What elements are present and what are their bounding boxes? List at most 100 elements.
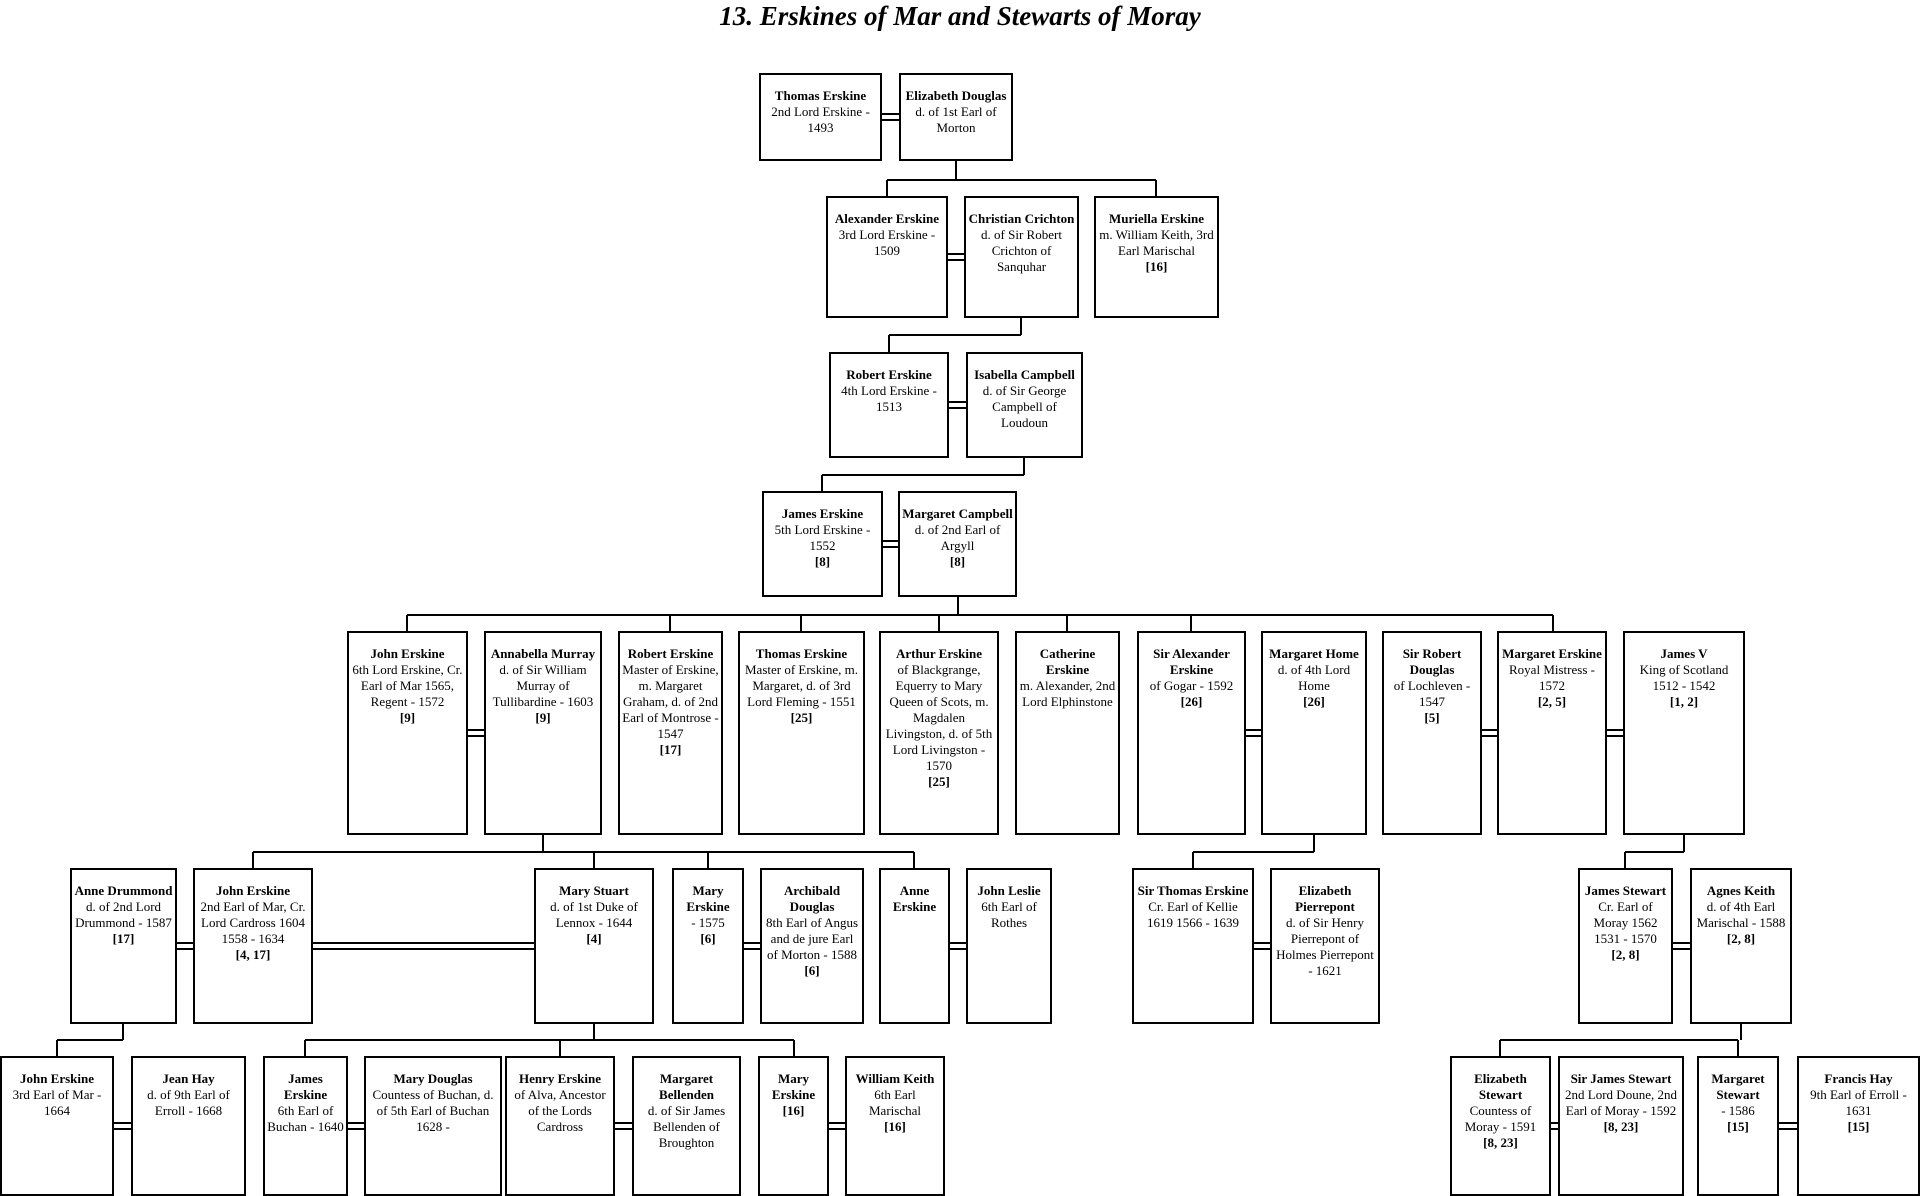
person-details: of Blackgrange, Equerry to Mary Queen of… <box>885 662 993 773</box>
person-details: of Lochleven - 1547 <box>1393 678 1471 709</box>
person-details: 3rd Lord Erskine - 1509 <box>838 227 936 258</box>
person-name: Thomas Erskine <box>774 88 867 103</box>
person-refs: [16] <box>1145 259 1168 274</box>
person-details: 2nd Lord Erskine - 1493 <box>771 104 870 135</box>
person-details: 4th Lord Erskine - 1513 <box>841 383 937 414</box>
person-name: Anne Erskine <box>892 883 937 914</box>
person-details: d. of 2nd Earl of Argyll <box>914 522 1001 553</box>
person-details: 9th Earl of Erroll - 1631 <box>1810 1087 1907 1118</box>
person-details: d. of Sir William Murray of Tullibardine… <box>492 662 594 709</box>
person-refs: [8] <box>949 554 966 569</box>
person-refs: [2, 8] <box>1611 947 1640 962</box>
person-refs: [26] <box>1303 694 1325 709</box>
person-details: 6th Lord Erskine, Cr. Earl of Mar 1565, … <box>352 662 463 709</box>
person-name: Elizabeth Douglas <box>905 88 1007 103</box>
person-name: James Stewart <box>1584 883 1667 898</box>
person-refs: [4] <box>586 931 602 946</box>
person-refs: [6] <box>700 931 716 946</box>
person-name: James Erskine <box>781 506 864 521</box>
person-details: d. of 4th Lord Home <box>1277 662 1351 693</box>
person-name: John Erskine <box>370 646 445 661</box>
person-details: d. of Sir Henry Pierrepont of Holmes Pie… <box>1276 915 1374 978</box>
person-refs: [2, 8] <box>1726 931 1756 946</box>
person-details: Cr. Earl of Kellie 1619 1566 - 1639 <box>1146 899 1240 930</box>
person-details: d. of 4th Earl Marischal - 1588 <box>1696 899 1786 930</box>
person-name: John Erskine <box>19 1071 95 1086</box>
person-name: Francis Hay <box>1824 1071 1893 1086</box>
person-refs: [16] <box>782 1103 805 1118</box>
person-details: d. of Sir James Bellenden of Broughton <box>647 1103 726 1150</box>
person-refs: [8, 23] <box>1483 1135 1518 1150</box>
person-details: 8th Earl of Angus and de jure Earl of Mo… <box>765 915 859 962</box>
person-details: 2nd Lord Doune, 2nd Earl of Moray - 1592 <box>1565 1087 1677 1118</box>
person-details: d. of 9th Earl of Erroll - 1668 <box>147 1087 230 1118</box>
person-name: Alexander Erskine <box>834 211 940 226</box>
person-name: Mary Stuart <box>559 883 629 898</box>
person-details: 3rd Earl of Mar - 1664 <box>12 1087 102 1118</box>
chart-title: 13. Erskines of Mar and Stewarts of Mora… <box>719 1 1201 31</box>
person-refs: [9] <box>399 710 416 725</box>
person-details: m. William Keith, 3rd Earl Marischal <box>1099 227 1214 258</box>
person-refs: [2, 5] <box>1537 694 1567 709</box>
person-refs: [17] <box>659 742 682 757</box>
person-name: Robert Erskine <box>846 367 932 382</box>
person-details: of Gogar - 1592 <box>1149 678 1234 693</box>
person-name: Jean Hay <box>162 1071 215 1086</box>
person-refs: [8, 23] <box>1603 1119 1639 1134</box>
person-details: d. of 2nd Lord Drummond - 1587 <box>75 899 172 930</box>
person-refs: [25] <box>928 774 950 789</box>
person-details: d. of Sir Robert Crichton of Sanquhar <box>981 227 1062 274</box>
person-refs: [16] <box>884 1119 906 1134</box>
person-refs: [26] <box>1180 694 1203 709</box>
person-name: Margaret Bellenden <box>659 1071 714 1102</box>
person-details: d. of 1st Earl of Morton <box>915 104 997 135</box>
person-details: Countess of Moray - 1591 <box>1464 1103 1537 1134</box>
person-name: Christian Crichton <box>968 211 1075 226</box>
person-box: Mary Erskine- 1575[6] <box>672 868 744 1024</box>
person-name: Agnes Keith <box>1706 883 1776 898</box>
person-details: 6th Earl Marischal <box>869 1087 921 1118</box>
person-name: James V <box>1660 646 1708 661</box>
person-refs: [1, 2] <box>1669 694 1699 709</box>
person-details: 6th Earl of Buchan - 1640 <box>267 1103 344 1134</box>
person-name: Margaret Home <box>1269 646 1359 661</box>
person-name: Thomas Erskine <box>755 646 848 661</box>
person-box: Mary Erskine[16] <box>758 1056 829 1196</box>
person-name: James Erskine <box>283 1071 328 1102</box>
person-details: 6th Earl of Rothes <box>981 899 1037 930</box>
person-name: Sir Robert Douglas <box>1402 646 1462 677</box>
person-details: of Alva, Ancestor of the Lords Cardross <box>514 1087 606 1134</box>
person-name: Margaret Campbell <box>902 506 1013 521</box>
person-name: Margaret Stewart <box>1711 1071 1765 1102</box>
person-name: Elizabeth Pierrepont <box>1295 883 1355 914</box>
person-name: Isabella Campbell <box>974 367 1075 382</box>
person-refs: [4, 17] <box>235 947 271 962</box>
person-details: d. of Sir George Campbell of Loudoun <box>982 383 1067 430</box>
